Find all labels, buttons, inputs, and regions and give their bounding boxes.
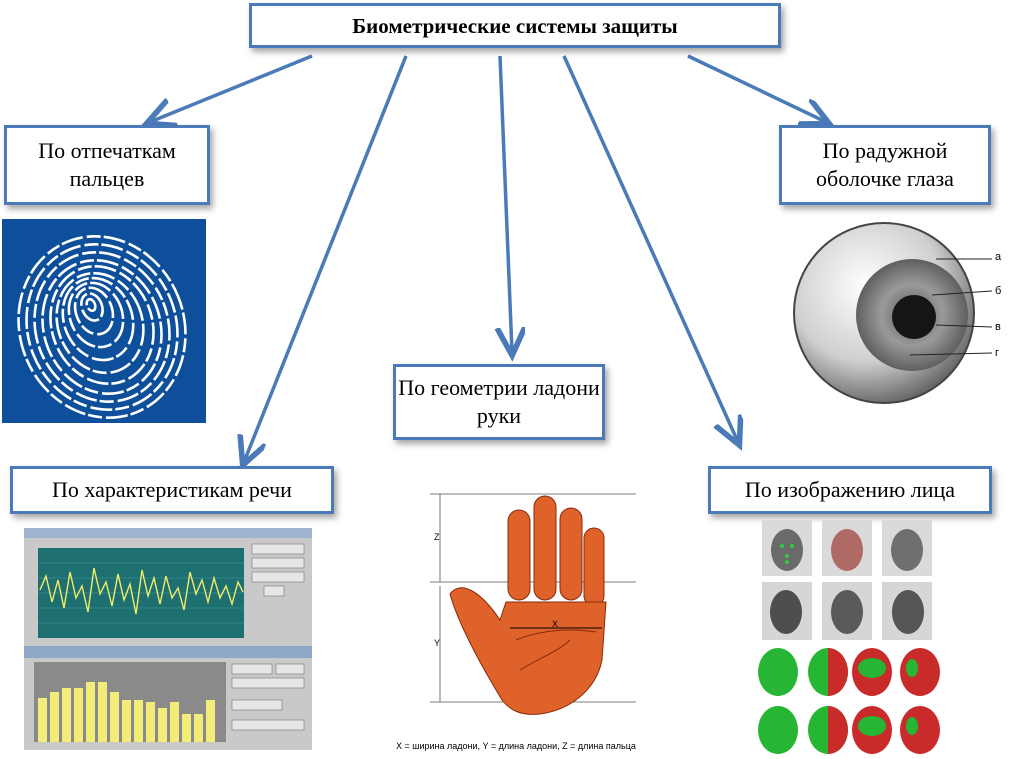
node-palm: По геометрии ладони руки: [393, 364, 605, 440]
palm-axis-y: Y: [434, 638, 440, 648]
node-face: По изображению лица: [708, 466, 992, 514]
node-fingerprint: По отпечаткам пальцев: [4, 125, 210, 205]
node-speech: По характеристикам речи: [10, 466, 334, 514]
face-recognition-image: [748, 518, 948, 756]
fingerprint-image: [2, 219, 206, 423]
eye-label-a: а: [995, 251, 1001, 263]
palm-axis-x: X: [552, 619, 558, 629]
palm-geometry-image: [420, 490, 640, 734]
eye-label-b: б: [995, 285, 1001, 297]
arrow-to-palm: [500, 56, 512, 352]
eye-label-g: г: [995, 347, 999, 359]
palm-axis-z: Z: [434, 532, 440, 542]
node-iris: По радужной оболочке глаза: [779, 125, 991, 205]
arrow-to-speech: [244, 56, 406, 462]
arrow-to-iris: [688, 56, 826, 122]
arrow-to-fingerprint: [150, 56, 312, 122]
palm-caption: X = ширина ладони, Y = длина ладони, Z =…: [396, 741, 636, 751]
eye-label-v: в: [995, 321, 1001, 333]
diagram-title: Биометрические системы защиты: [249, 3, 781, 48]
speech-analysis-image: [24, 528, 312, 750]
eye-image: [786, 215, 1004, 407]
